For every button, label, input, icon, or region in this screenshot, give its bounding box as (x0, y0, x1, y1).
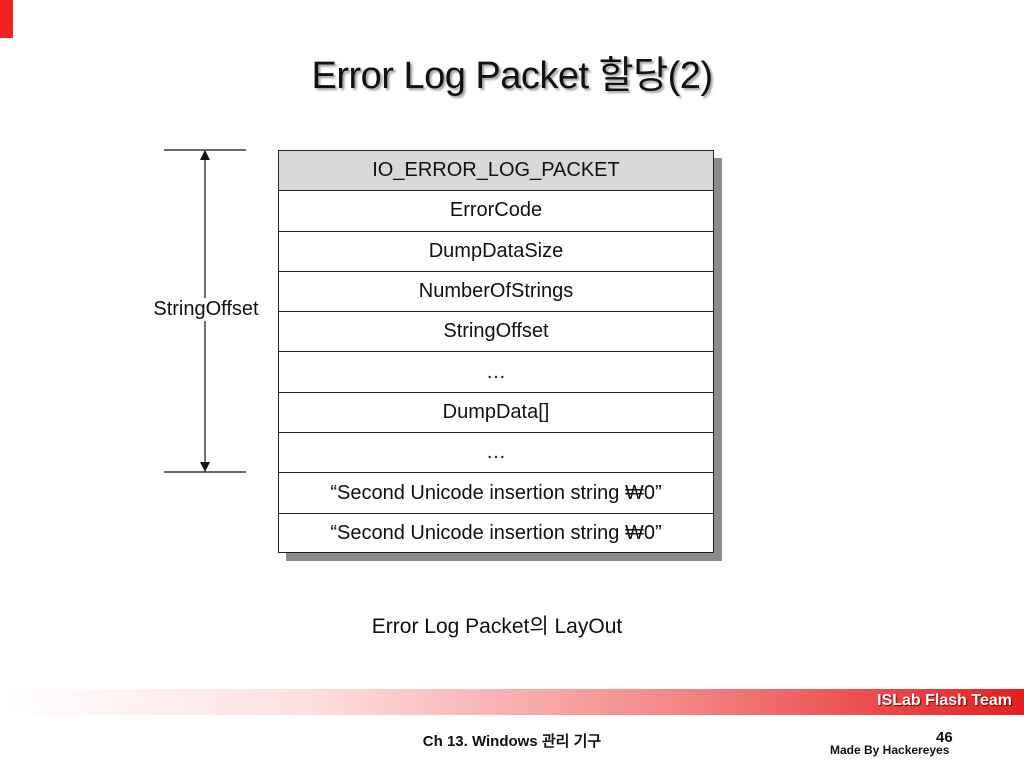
packet-field-row: “Second Unicode insertion string ₩0” (279, 473, 713, 514)
packet-field-row: DumpData[] (279, 393, 713, 434)
footer-gradient-bar (0, 689, 1024, 715)
packet-header-row: IO_ERROR_LOG_PACKET (279, 151, 713, 192)
page-number: 46 (936, 729, 953, 746)
team-label: ISLab Flash Team (877, 692, 1012, 709)
packet-field-row: DumpDataSize (279, 232, 713, 272)
arrow-head-up (200, 150, 210, 160)
diagram-caption: Error Log Packet의 LayOut (371, 615, 623, 638)
packet-field-row: … (279, 352, 713, 393)
packet-field-row: “Second Unicode insertion string ₩0” (330, 522, 662, 545)
packet-field-row: ErrorCode (279, 191, 713, 232)
arrow-head-down (200, 462, 210, 472)
string-offset-label: StringOffset (118, 298, 294, 321)
packet-field-row: StringOffset (279, 312, 713, 353)
packet-field-row: NumberOfStrings (279, 272, 713, 313)
packet-field-row: … (279, 433, 713, 474)
slide-title: Error Log Packet 할당(2) (311, 55, 713, 97)
chapter-label: Ch 13. Windows 관리 기구 (422, 733, 602, 750)
author-credit: Made By Hackereyes (830, 743, 950, 757)
corner-accent-bar (0, 0, 13, 38)
